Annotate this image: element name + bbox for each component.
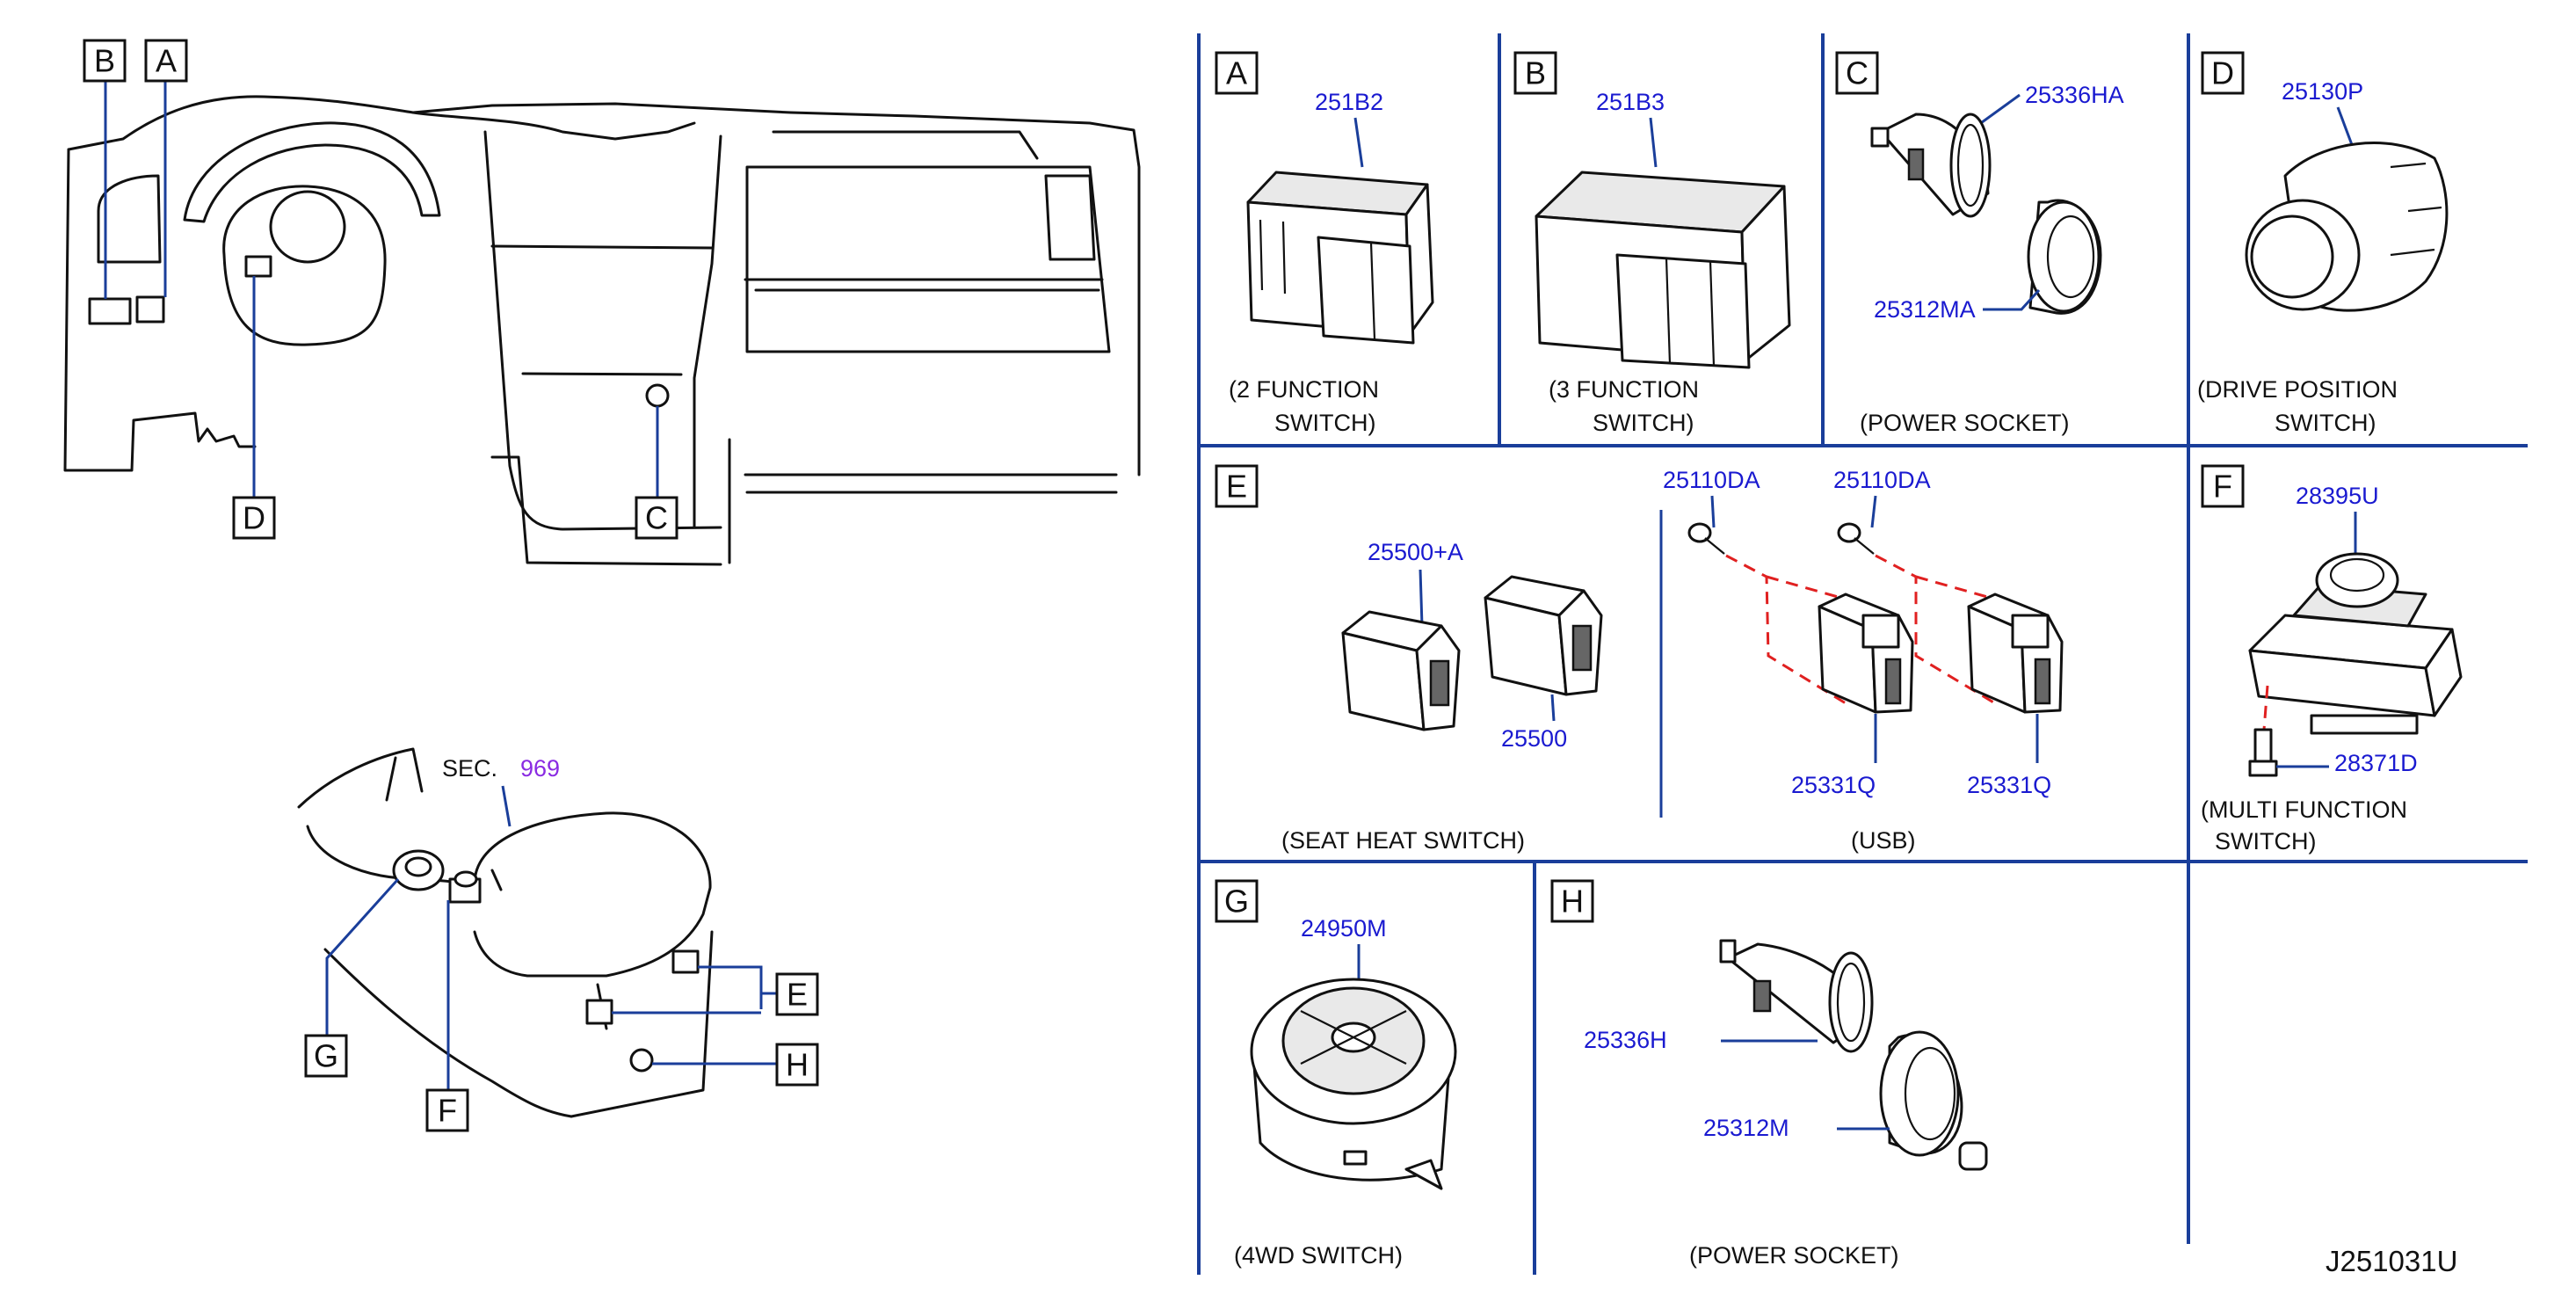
panel-C-letter: C [1846,55,1869,91]
panel-E-part-6: 25331Q [1967,772,2051,798]
panel-E-letter: E [1226,469,1247,505]
sec-label: SEC. [442,755,497,782]
callout-D-label: D [243,500,265,536]
panel-G-part: 24950M [1301,915,1387,942]
panel-A: A 251B2 (2 FUNCTION SWITCH) [1215,51,1434,436]
panel-D-caption-1: (DRIVE POSITION [2197,376,2398,403]
panel-E-caption-1: (SEAT HEAT SWITCH) [1281,827,1525,854]
panel-F-part-1: 28395U [2296,483,2379,509]
panel-E: E 25500+A 25500 (SEAT HEAT SWITCH) 25110… [1215,464,2064,854]
panel-G-caption: (4WD SWITCH) [1234,1242,1403,1269]
panel-B-caption-1: (3 FUNCTION [1549,376,1699,403]
callout-A [144,39,188,83]
panel-A-part: 251B2 [1315,89,1383,115]
panel-H-letter: H [1561,884,1584,920]
panel-D: D 25130P (DRIVE POSITION SWITCH) [2197,51,2449,436]
callout-E-label: E [787,977,808,1013]
callout-H-label: H [786,1047,809,1083]
callout-G [304,1034,348,1078]
callout-F [425,1088,469,1132]
callout-C [635,496,678,540]
panel-C: C 25336HA 25312MA (POWER SOCKET) [1835,51,2124,436]
panel-D-letter: D [2211,55,2234,91]
panel-D-part: 25130P [2282,78,2363,105]
sec-number: 969 [520,755,560,782]
panel-E-part-3: 25110DA [1663,467,1760,493]
panel-B-part: 251B3 [1596,89,1665,115]
callout-C-label: C [645,500,668,536]
panel-F-caption-1: (MULTI FUNCTION [2201,796,2407,823]
panel-G-letter: G [1224,884,1249,920]
drawing-code: J251031U [2326,1245,2457,1277]
panel-A-letter: A [1226,55,1247,91]
panel-F: F 28395U 28371D (MULTI FUNCTION SWITCH) [2201,464,2463,854]
panel-G: G 24950M (4WD SWITCH) [1215,879,1457,1269]
panel-F-part-2: 28371D [2334,750,2418,776]
callout-F-label: F [438,1093,457,1129]
panel-B-letter: B [1525,55,1546,91]
callout-H [775,1043,819,1087]
callout-D [232,496,276,540]
panel-C-part-2: 25312MA [1874,296,1976,323]
panel-E-part-2: 25500 [1501,725,1567,752]
callout-E [775,972,819,1016]
console-overview: SEC. 969 E G H F [297,747,819,1132]
panel-F-letter: F [2213,469,2232,505]
panel-B: B 251B3 (3 FUNCTION SWITCH) [1513,51,1791,436]
dashboard-overview: B A D C [63,39,1141,566]
callout-B-label: B [94,43,115,79]
panel-E-caption-2: (USB) [1851,827,1916,854]
panel-C-caption: (POWER SOCKET) [1860,410,2070,436]
panel-H-part-2: 25312M [1703,1115,1789,1141]
panel-A-caption-2: SWITCH) [1274,410,1375,436]
callout-G-label: G [314,1038,338,1074]
panel-E-part-1: 25500+A [1368,539,1463,565]
panel-E-part-5: 25331Q [1791,772,1876,798]
panel-A-caption-1: (2 FUNCTION [1229,376,1379,403]
panel-H-part-1: 25336H [1584,1027,1667,1053]
panel-B-caption-2: SWITCH) [1593,410,1694,436]
panel-F-caption-2: SWITCH) [2215,828,2316,854]
panel-H-caption: (POWER SOCKET) [1689,1242,1899,1269]
panel-C-part-1: 25336HA [2025,82,2124,108]
callout-A-label: A [156,43,177,79]
panel-D-caption-2: SWITCH) [2275,410,2376,436]
panel-grid [1197,33,2528,1275]
panel-E-part-4: 25110DA [1833,467,1931,493]
panel-H: H 25336H 25312M (POWER SOCKET) [1550,879,1988,1269]
callout-B [83,39,127,83]
